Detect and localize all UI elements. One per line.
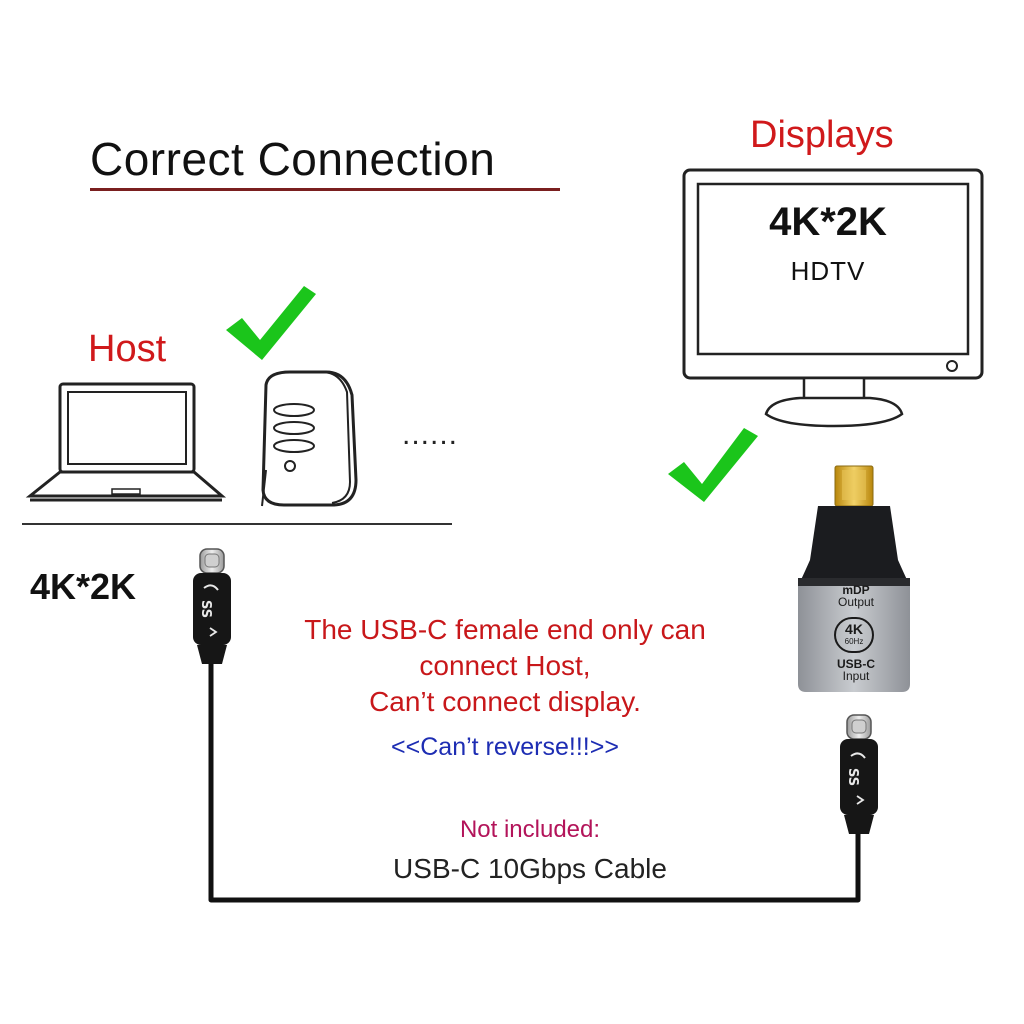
adapter-input-line2: Input <box>842 669 870 683</box>
title-underline <box>90 188 560 191</box>
host-resolution-label: 4K*2K <box>30 566 137 607</box>
connection-note-line2: connect Host, <box>419 650 591 681</box>
display-check-mark-icon <box>668 428 758 502</box>
connection-note: The USB-C female end only can connect Ho… <box>240 612 770 720</box>
minidp-adapter-icon <box>798 465 910 692</box>
usb-c-cable <box>208 662 861 903</box>
host-label: Host <box>88 328 167 370</box>
superspeed-logo-right: SS <box>845 752 866 805</box>
superspeed-logo-left: SS <box>198 584 219 637</box>
adapter-output-label: mDP Output <box>808 584 904 608</box>
usb-c-plug-left: SS <box>193 548 231 664</box>
not-included-label: Not included: <box>459 816 601 843</box>
usb-c-plug-right: SS <box>840 714 878 834</box>
svg-text:SS: SS <box>198 600 213 618</box>
monitor-icon <box>682 168 984 428</box>
adapter-badge-sub: 60Hz <box>844 637 864 646</box>
adapter-4k-badge: 4K 60Hz <box>834 617 874 653</box>
display-name-label: HDTV <box>790 256 866 286</box>
adapter-input-line1: USB-C <box>837 657 875 671</box>
adapter-output-line1: mDP <box>842 583 870 597</box>
laptop-icon <box>25 382 227 502</box>
cant-reverse-warning: <<Can’t reverse!!!>> <box>391 733 619 761</box>
adapter-badge-main: 4K <box>845 621 863 637</box>
adapter-output-line2: Output <box>837 595 875 609</box>
page-title: Correct Connection <box>90 133 496 185</box>
desktop-tower-icon <box>261 370 358 507</box>
svg-text:SS: SS <box>845 768 860 786</box>
adapter-input-label: USB-C Input <box>808 658 904 682</box>
connection-note-line1: The USB-C female end only can <box>304 614 706 645</box>
cable-name-label: USB-C 10Gbps Cable <box>393 853 667 884</box>
display-resolution-label: 4K*2K <box>769 200 887 244</box>
connection-note-line3: Can’t connect display. <box>369 686 641 717</box>
more-hosts-ellipsis: ...... <box>402 418 459 451</box>
host-check-mark-icon <box>226 286 316 360</box>
displays-label: Displays <box>750 114 894 156</box>
